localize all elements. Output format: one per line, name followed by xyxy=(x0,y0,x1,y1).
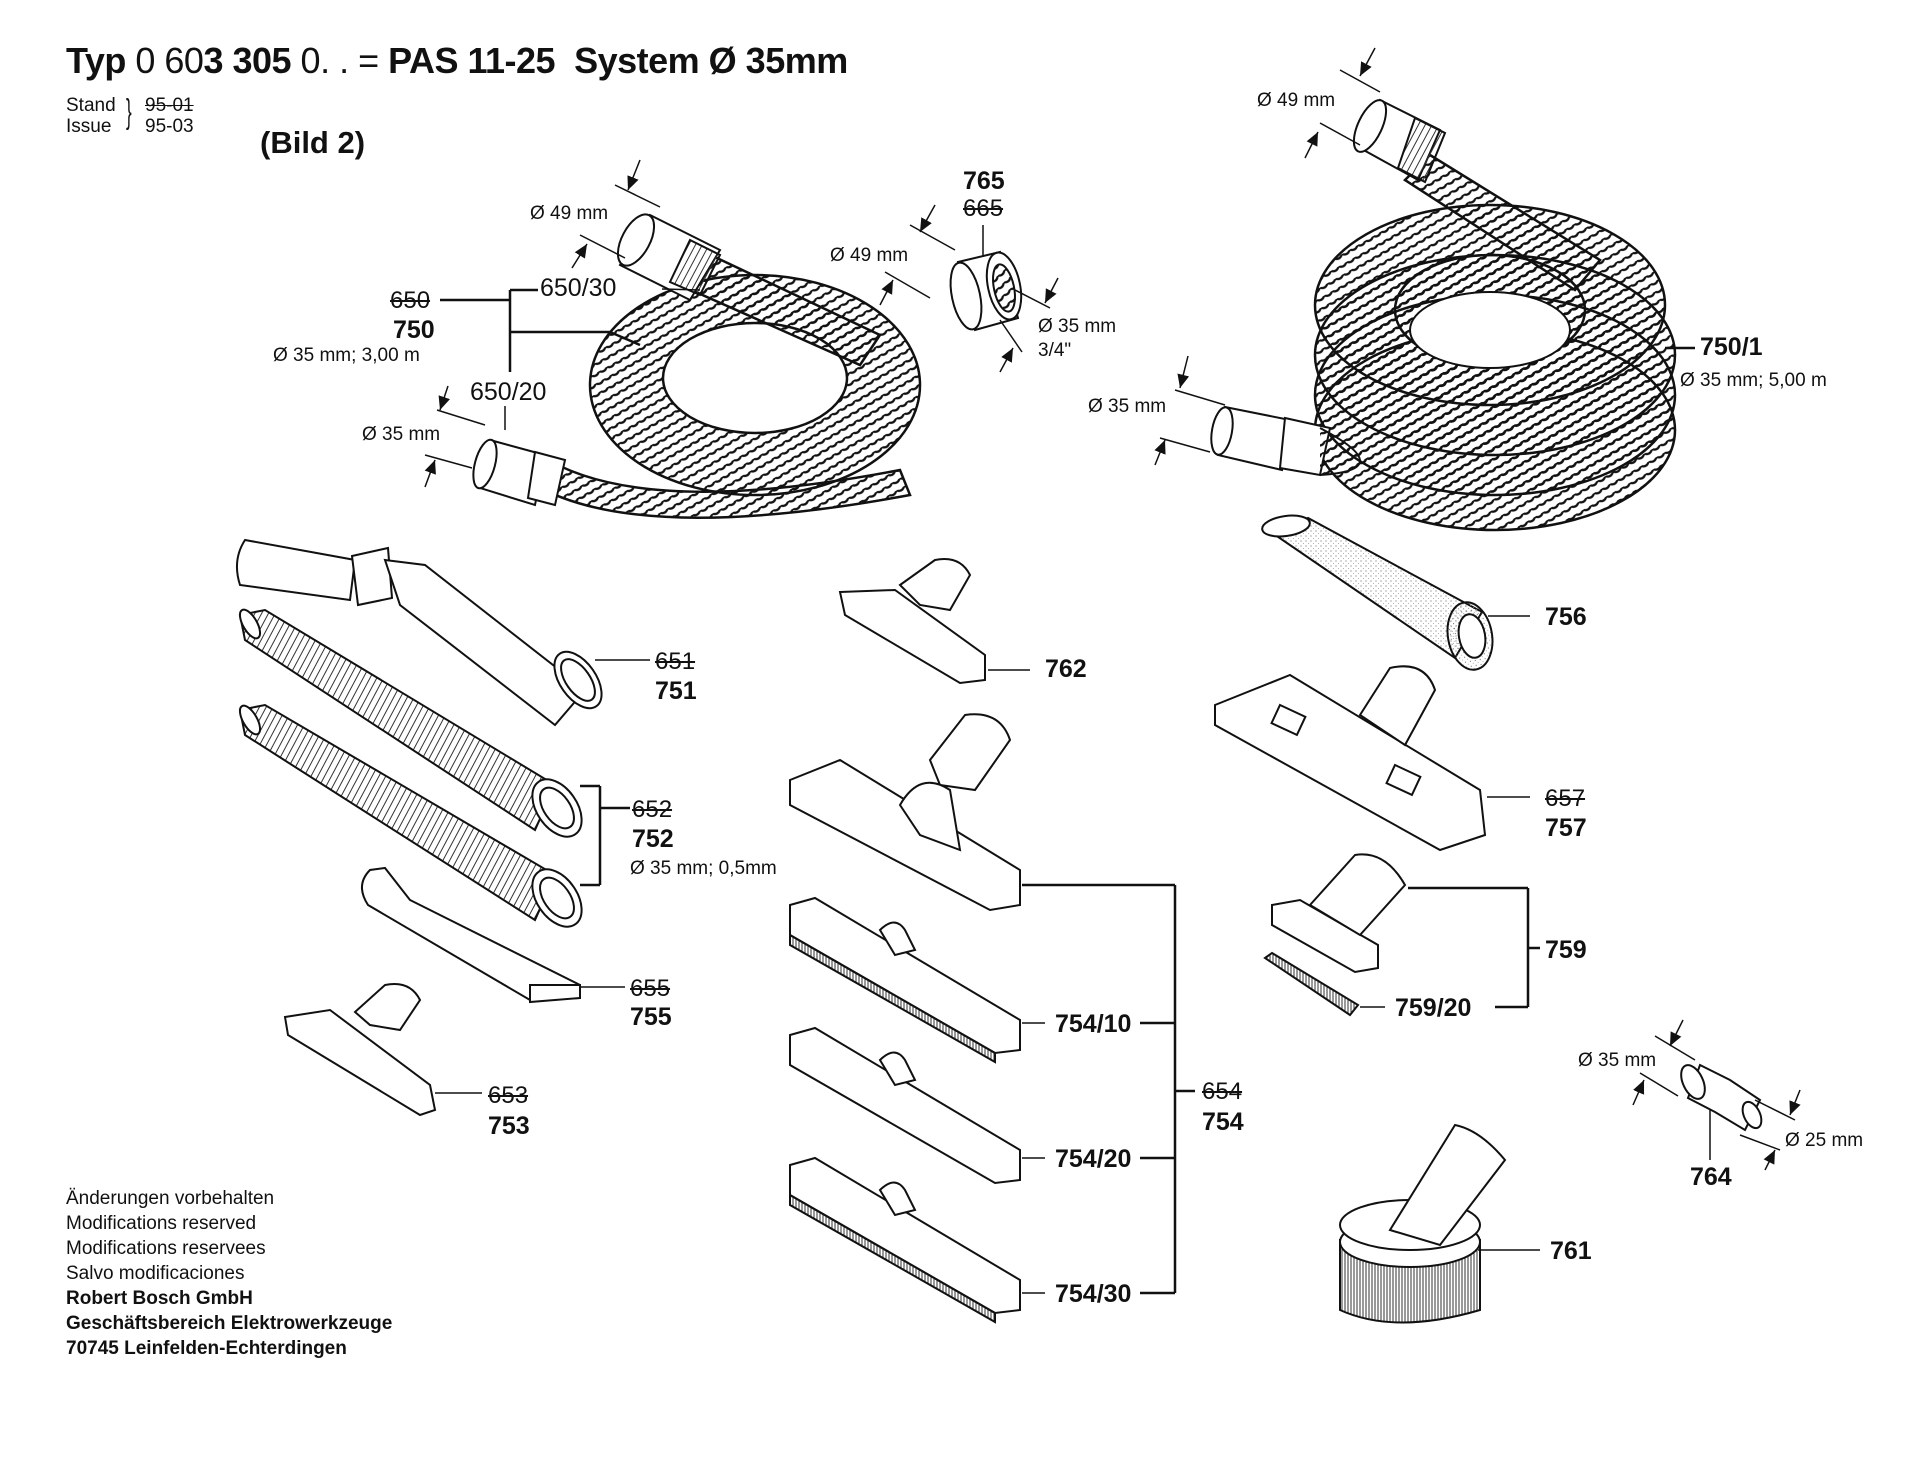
floor-nozzle-757-number: 757 xyxy=(1545,814,1587,842)
squeegee-754-30-label: 754/30 xyxy=(1055,1280,1132,1308)
squeegee-754-number: 754 xyxy=(1202,1108,1244,1136)
crevice-755-old-number: 655 xyxy=(630,975,671,1002)
adapter-765-old-number: 665 xyxy=(963,195,1004,222)
hose-750-sub-a: 650/30 xyxy=(540,274,617,302)
filter-756-number: 756 xyxy=(1545,603,1587,631)
hose-750-dimension-lines xyxy=(425,160,660,487)
hose-750-1-spec: Ø 35 mm; 5,00 m xyxy=(1680,370,1827,391)
footer-line-en: Modifications reserved xyxy=(66,1213,257,1234)
elbow-tube-751-drawing xyxy=(237,540,650,725)
title-number-bold: 3 305 xyxy=(203,40,292,81)
brush-strip-759-20-drawing xyxy=(1265,953,1358,1015)
reducer-764-drawing xyxy=(1633,1020,1800,1170)
figure-label: (Bild 2) xyxy=(260,125,366,160)
elbow-751-old-number: 651 xyxy=(655,648,696,675)
reducer-764-dim-out: Ø 25 mm xyxy=(1785,1130,1864,1151)
hose-750-1-leaders xyxy=(1155,48,1695,465)
adapter-765-dim-in: Ø 49 mm xyxy=(830,245,909,266)
hose-750-dim-top: Ø 49 mm xyxy=(530,203,609,224)
footer-line-de: Änderungen vorbehalten xyxy=(66,1188,275,1209)
hose-750-spec: Ø 35 mm; 3,00 m xyxy=(273,345,420,366)
title-system: System Ø 35mm xyxy=(574,40,848,81)
page-title: Typ 0 603 305 0. . = PAS 11-25 System Ø … xyxy=(66,40,848,82)
extension-tubes-752-drawing xyxy=(236,607,630,936)
issue-label: Issue xyxy=(66,116,112,137)
brush-strip-759-20-number: 759/20 xyxy=(1395,994,1472,1022)
crevice-755-number: 755 xyxy=(630,1003,672,1031)
title-suffix: 0. . = xyxy=(300,40,380,81)
elbow-751-number: 751 xyxy=(655,677,697,705)
nozzle-753-number: 753 xyxy=(488,1112,530,1140)
squeegee-754-leaders xyxy=(1022,885,1195,1293)
adapter-765-thread: 3/4" xyxy=(1038,340,1072,361)
reducer-764-number: 764 xyxy=(1690,1163,1732,1191)
footer-line-es: Salvo modificaciones xyxy=(66,1263,245,1284)
title-model: PAS 11-25 xyxy=(388,40,556,81)
footer-line-fr: Modifications reservees xyxy=(66,1238,266,1259)
hose-750-old-number: 650 xyxy=(390,287,431,314)
squeegee-754-10-label: 754/10 xyxy=(1055,1010,1132,1038)
reducer-764-dim-in: Ø 35 mm xyxy=(1578,1050,1657,1071)
nozzle-759-leaders xyxy=(1360,888,1540,1007)
hose-750-leaders xyxy=(440,289,700,430)
squeegee-754-10-drawing xyxy=(790,898,1020,1062)
hose-750-1-number: 750/1 xyxy=(1700,333,1763,361)
hose-750-1-dim-top: Ø 49 mm xyxy=(1257,90,1336,111)
round-brush-761-number: 761 xyxy=(1550,1237,1592,1265)
upholstery-nozzle-753-drawing xyxy=(285,984,482,1115)
squeegee-754-20-label: 754/20 xyxy=(1055,1145,1132,1173)
nozzle-759-drawing xyxy=(1272,854,1405,972)
hose-750-sub-b: 650/20 xyxy=(470,378,547,406)
nozzle-753-old-number: 653 xyxy=(488,1082,529,1109)
hose-750-1-drawing xyxy=(1208,96,1675,530)
footer-company: Robert Bosch GmbH xyxy=(66,1288,253,1309)
stand-issue-dates: 95-01 95-03 xyxy=(145,95,194,137)
nozzle-759-number: 759 xyxy=(1545,936,1587,964)
stand-issue-labels: Stand Issue xyxy=(66,95,116,137)
nozzle-762-number: 762 xyxy=(1045,655,1087,683)
squeegee-754-20-drawing xyxy=(790,1028,1020,1183)
floor-nozzle-754-drawing xyxy=(790,714,1020,910)
squeegee-754-30-drawing xyxy=(790,1158,1020,1322)
adapter-765-dim-out: Ø 35 mm xyxy=(1038,316,1117,337)
round-brush-761-drawing xyxy=(1340,1125,1540,1323)
tubes-752-old-number: 652 xyxy=(632,796,673,823)
brace-icon: } xyxy=(126,93,132,131)
title-typ: Typ xyxy=(66,40,126,81)
title-number-light: 0 60 xyxy=(135,40,204,81)
stand-label: Stand xyxy=(66,95,116,116)
floor-nozzle-757-drawing xyxy=(1215,666,1530,850)
filter-tube-756-drawing xyxy=(1261,513,1530,674)
crevice-nozzle-755-drawing xyxy=(362,868,625,1002)
floor-nozzle-757-old-number: 657 xyxy=(1545,785,1586,812)
hose-750-number: 750 xyxy=(393,316,435,344)
squeegee-754-old-number: 654 xyxy=(1202,1078,1243,1105)
footer-address: 70745 Leinfelden-Echterdingen xyxy=(66,1338,347,1359)
tubes-752-spec: Ø 35 mm; 0,5mm xyxy=(630,858,777,879)
hose-750-drawing xyxy=(469,209,920,518)
nozzle-762-drawing xyxy=(840,559,1030,683)
hose-750-1-dim-bottom: Ø 35 mm xyxy=(1088,396,1167,417)
hose-750-dim-bottom: Ø 35 mm xyxy=(362,424,441,445)
issue-date: 95-03 xyxy=(145,116,194,137)
tubes-752-number: 752 xyxy=(632,825,674,853)
adapter-765-drawing xyxy=(880,205,1058,372)
footer-division: Geschäftsbereich Elektrowerkzeuge xyxy=(66,1313,393,1334)
adapter-765-number: 765 xyxy=(963,167,1005,195)
stand-date-old: 95-01 xyxy=(145,95,194,116)
footer: Änderungen vorbehalten Modifications res… xyxy=(66,1186,392,1361)
